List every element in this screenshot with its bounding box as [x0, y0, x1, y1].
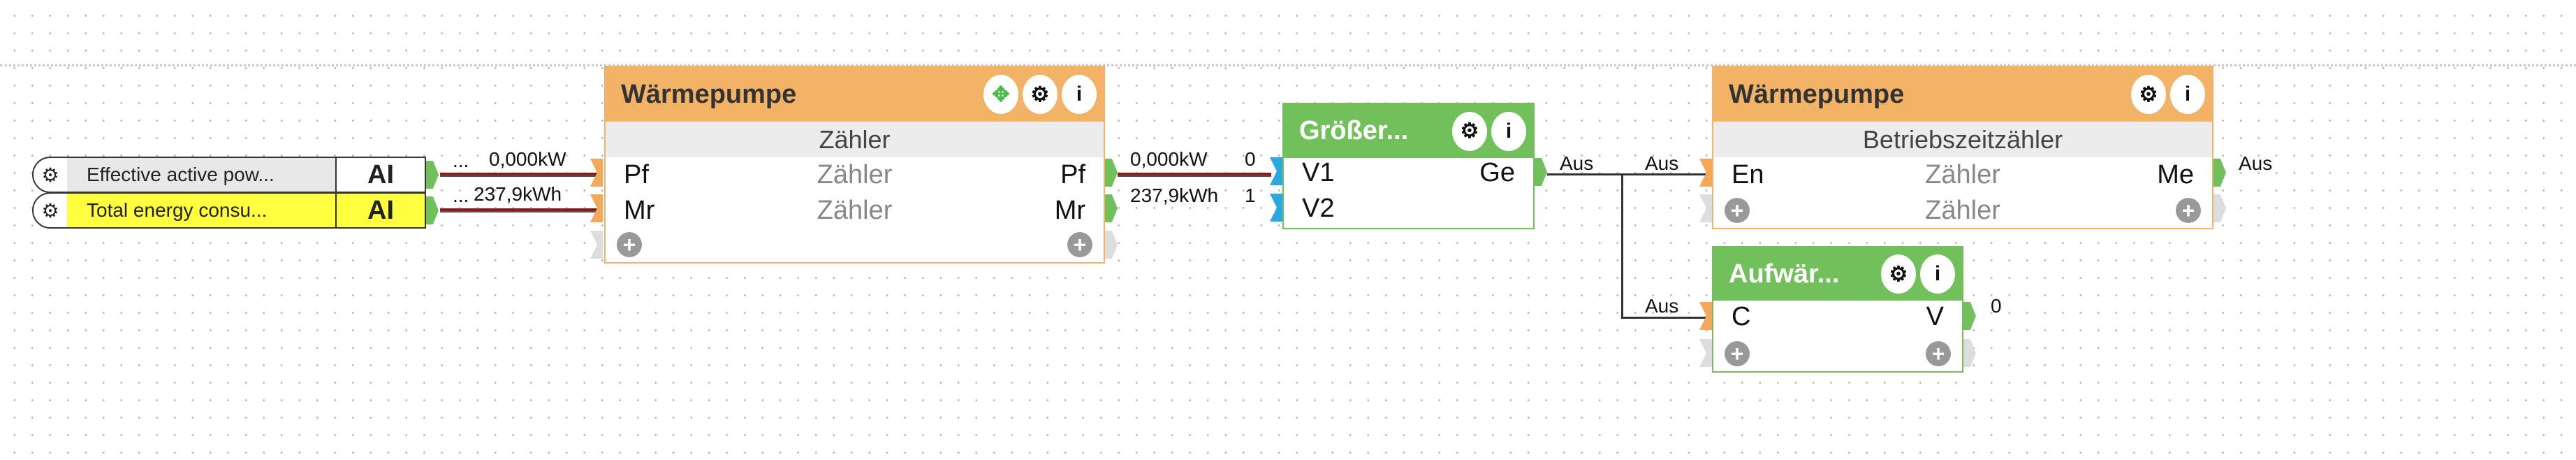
- input-label: Effective active pow...: [67, 158, 335, 192]
- wire-label: Aus: [1645, 295, 1679, 317]
- gear-icon[interactable]: ⚙: [41, 199, 59, 222]
- info-icon[interactable]: i: [1920, 254, 1955, 294]
- output-name: Pf: [1060, 160, 1085, 189]
- wire-value: 0,000kW: [489, 148, 566, 170]
- add-input-icon[interactable]: +: [1725, 198, 1750, 223]
- block-title: Wärmepumpe: [1729, 79, 1905, 109]
- block-groesser[interactable]: Größer... ⚙ i V1 Ge V2: [1282, 103, 1535, 229]
- input-name: Pf: [624, 160, 649, 189]
- wire-value: 0,000kW: [1130, 148, 1208, 170]
- output-name: V: [1926, 302, 1944, 331]
- block-subtitle: Zähler: [606, 122, 1104, 157]
- info-icon[interactable]: i: [2170, 75, 2205, 114]
- row-type: Zähler: [1925, 160, 2000, 189]
- block-waermepumpe-zaehler[interactable]: Wärmepumpe ✥ ⚙ i Zähler Pf Zähler Pf Mr …: [604, 66, 1105, 264]
- block-aufwaertszaehler[interactable]: Aufwär... ⚙ i C V + +: [1712, 246, 1963, 373]
- block-title: Aufwär...: [1729, 259, 1840, 289]
- wire[interactable]: [1547, 173, 1712, 175]
- gear-icon[interactable]: ⚙: [1023, 75, 1058, 114]
- block-row: En Zähler Me: [1713, 157, 2212, 193]
- gear-icon[interactable]: ⚙: [1881, 254, 1916, 294]
- canvas-top-border: [0, 64, 2576, 67]
- input-name: En: [1732, 160, 1764, 189]
- output-port[interactable]: [1105, 194, 1118, 222]
- wire-label: Aus: [1645, 152, 1679, 174]
- wire-label: Aus: [1560, 152, 1594, 174]
- output-port[interactable]: [2213, 159, 2226, 187]
- add-output-icon[interactable]: +: [1926, 341, 1951, 366]
- wire-label: Aus: [2239, 152, 2273, 174]
- output-port[interactable]: [426, 161, 439, 189]
- output-name: Me: [2157, 160, 2194, 189]
- block-waermepumpe-betriebszeitzaehler[interactable]: Wärmepumpe ⚙ i Betriebszeitzähler En Zäh…: [1712, 66, 2213, 229]
- add-input-icon[interactable]: +: [617, 232, 642, 257]
- output-port-empty[interactable]: [2213, 194, 2226, 222]
- block-row: Mr Zähler Mr: [606, 193, 1104, 229]
- wire[interactable]: [1621, 317, 1712, 319]
- gear-icon[interactable]: ⚙: [2131, 75, 2166, 114]
- input-index: 1: [1245, 185, 1256, 206]
- info-icon[interactable]: i: [1491, 111, 1526, 151]
- input-effective-active-power[interactable]: ⚙ Effective active pow... AI: [32, 157, 426, 193]
- gear-icon[interactable]: ⚙: [41, 164, 59, 186]
- block-row: Zähler: [1713, 193, 2212, 229]
- block-row: Pf Zähler Pf: [606, 157, 1104, 193]
- block-title: Größer...: [1299, 116, 1409, 145]
- input-type: AI: [335, 158, 425, 192]
- input-name: V1: [1302, 158, 1335, 187]
- move-icon[interactable]: ✥: [983, 75, 1018, 114]
- input-type: AI: [335, 194, 425, 227]
- wire-prefix: ...: [453, 185, 469, 206]
- block-row: C V: [1713, 299, 1962, 335]
- output-name: Ge: [1479, 158, 1515, 187]
- add-output-icon[interactable]: +: [2176, 198, 2201, 223]
- wire[interactable]: [440, 173, 601, 175]
- input-name: Mr: [624, 196, 655, 225]
- input-name: C: [1732, 302, 1751, 331]
- output-port-empty[interactable]: [1963, 339, 1976, 367]
- output-port[interactable]: [1963, 302, 1976, 330]
- input-total-energy[interactable]: ⚙ Total energy consu... AI: [32, 192, 426, 229]
- info-icon[interactable]: i: [1062, 75, 1097, 114]
- output-port[interactable]: [426, 196, 439, 224]
- wire[interactable]: [1118, 173, 1271, 175]
- input-index: 0: [1245, 148, 1256, 170]
- row-type: Zähler: [1925, 196, 2000, 225]
- input-name: V2: [1302, 194, 1335, 223]
- row-type: Zähler: [817, 160, 893, 189]
- wire-value: 237,9kWh: [1130, 185, 1219, 206]
- output-port-empty[interactable]: [1105, 231, 1118, 259]
- wire[interactable]: [1621, 173, 1623, 318]
- output-port[interactable]: [1535, 158, 1547, 186]
- output-name: Mr: [1054, 196, 1085, 225]
- add-output-icon[interactable]: +: [1067, 232, 1092, 257]
- output-port[interactable]: [1105, 159, 1118, 187]
- block-subtitle: Betriebszeitzähler: [1713, 122, 2212, 157]
- output-value: 0: [1991, 295, 2002, 317]
- input-label: Total energy consu...: [67, 194, 335, 227]
- wire-value: 237,9kWh: [474, 183, 562, 205]
- row-type: Zähler: [817, 196, 893, 225]
- block-row: V2: [1284, 191, 1533, 227]
- add-input-icon[interactable]: +: [1725, 341, 1750, 366]
- wire[interactable]: [440, 208, 601, 211]
- gear-icon[interactable]: ⚙: [1452, 111, 1487, 151]
- block-title: Wärmepumpe: [621, 79, 797, 109]
- wire-prefix: ...: [453, 150, 469, 171]
- block-row: V1 Ge: [1284, 155, 1533, 191]
